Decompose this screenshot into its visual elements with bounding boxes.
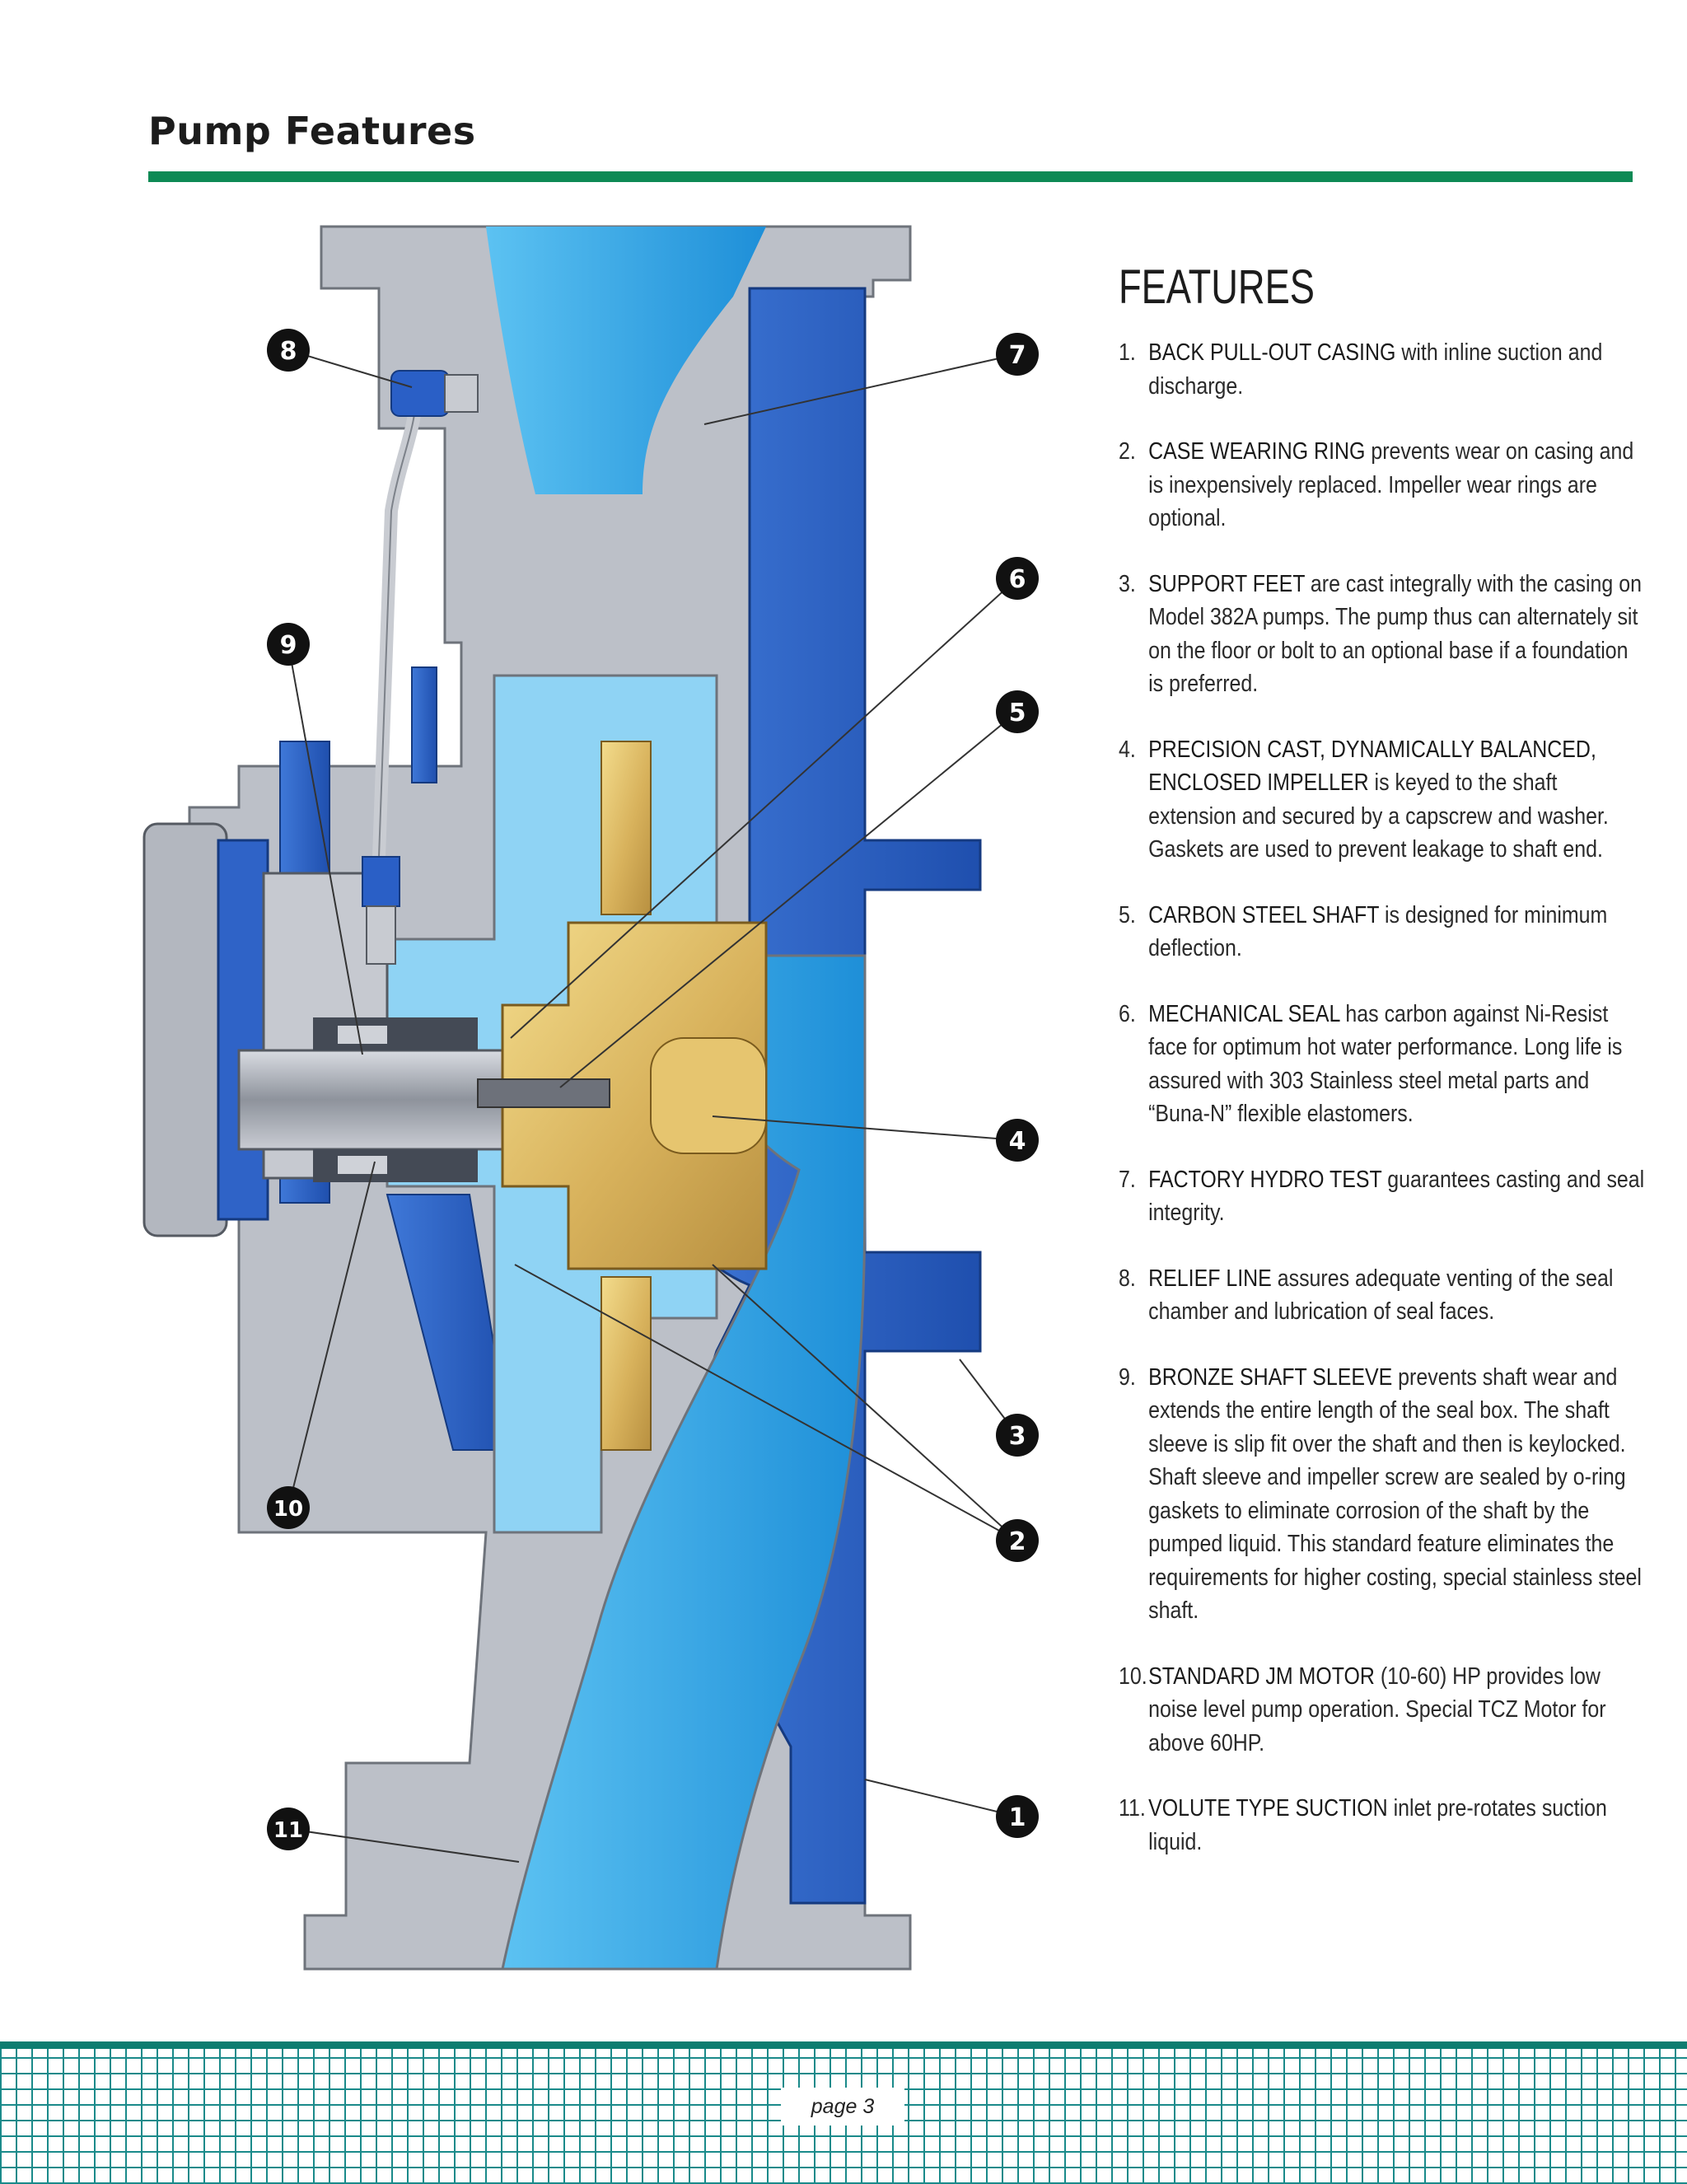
svg-text:8: 8 [280,337,297,366]
feature-title: MECHANICAL SEAL [1148,1000,1340,1027]
feature-title: SUPPORT FEET [1148,570,1306,597]
feature-text: (10-60) HP provides low noise level pump… [1148,1663,1606,1756]
feature-number: 1. [1119,339,1136,366]
feature-title: VOLUTE TYPE SUCTION [1148,1795,1388,1822]
svg-text:6: 6 [1009,565,1026,594]
feature-title: BACK PULL-OUT CASING [1148,339,1396,366]
callout-6: 6 [996,557,1039,600]
feature-number: 6. [1119,1000,1136,1027]
callout-markers: 8 7 9 6 5 4 3 10 2 11 1 [267,329,1039,1850]
features-list: 1. BACK PULL-OUT CASING with inline sucti… [1119,336,1646,1891]
callout-leaders [287,349,1018,1863]
feature-title: STANDARD JM MOTOR [1148,1663,1375,1690]
feature-text: with inline suction and discharge. [1148,339,1603,400]
feature-number: 2. [1119,438,1136,465]
svg-text:11: 11 [273,1818,303,1843]
feature-number: 4. [1119,736,1136,763]
suction-fluid [501,954,867,1971]
feature-item-7: 7. FACTORY HYDRO TEST guarantees casting … [1119,1163,1646,1230]
feature-item-11: 11.VOLUTE TYPE SUCTION inlet pre-rotates… [1119,1792,1646,1859]
callout-4: 4 [996,1119,1039,1162]
feature-text: are cast integrally with the casing on M… [1148,570,1642,698]
feature-number: 9. [1119,1363,1136,1391]
feature-text: guarantees casting and seal integrity. [1148,1166,1645,1227]
feature-item-4: 4. PRECISION CAST, DYNAMICALLY BALANCED, … [1119,733,1646,867]
feature-text: is designed for minimum deflection. [1148,901,1608,962]
callout-2: 2 [996,1519,1039,1562]
footer-grid-band [0,2041,1687,2184]
impeller [477,741,768,1451]
feature-number: 3. [1119,570,1136,597]
callout-8: 8 [267,329,310,372]
svg-text:10: 10 [273,1497,303,1522]
title-rule [148,171,1633,182]
callout-10: 10 [267,1486,310,1529]
svg-text:5: 5 [1009,699,1026,727]
feature-title: RELIEF LINE [1148,1265,1272,1292]
callout-1: 1 [996,1795,1039,1838]
callout-5: 5 [996,690,1039,733]
feature-number: 5. [1119,901,1136,928]
feature-item-9: 9. BRONZE SHAFT SLEEVE prevents shaft wea… [1119,1361,1646,1628]
feature-number: 8. [1119,1265,1136,1292]
svg-text:9: 9 [280,631,297,660]
svg-text:7: 7 [1009,341,1026,370]
page-number: page 3 [811,2094,875,2118]
callout-7: 7 [996,333,1039,376]
feature-text: is keyed to the shaft extension and secu… [1148,769,1609,863]
feature-title: BRONZE SHAFT SLEEVE [1148,1363,1393,1391]
svg-text:4: 4 [1009,1127,1026,1156]
feature-item-6: 6. MECHANICAL SEAL has carbon against Ni-… [1119,998,1646,1131]
feature-number: 7. [1119,1166,1136,1193]
feature-title: CASE WEARING RING [1148,438,1366,465]
feature-item-2: 2. CASE WEARING RING prevents wear on cas… [1119,435,1646,535]
relief-line [362,370,479,965]
callout-9: 9 [267,623,310,666]
feature-text: has carbon against Ni-Resist face for op… [1148,1000,1623,1128]
feature-number: 10. [1119,1663,1147,1690]
feature-text: inlet pre-rotates suction liquid. [1148,1795,1607,1855]
page-title: Pump Features [148,109,476,153]
feature-item-8: 8. RELIEF LINE assures adequate venting o… [1119,1262,1646,1329]
mechanical-seal [313,1017,478,1182]
svg-text:3: 3 [1009,1422,1026,1451]
feature-number: 11. [1119,1795,1146,1822]
discharge-fluid [486,227,766,494]
feature-title: CARBON STEEL SHAFT [1148,901,1380,928]
page-number-box: page 3 [781,2088,904,2126]
callout-11: 11 [267,1808,310,1850]
footer-grid-top-rule [0,2041,1687,2049]
feature-item-3: 3. SUPPORT FEET are cast integrally with … [1119,568,1646,701]
feature-item-5: 5. CARBON STEEL SHAFT is designed for min… [1119,899,1646,966]
feature-item-1: 1. BACK PULL-OUT CASING with inline sucti… [1119,336,1646,403]
callout-3: 3 [996,1414,1039,1457]
svg-text:2: 2 [1009,1527,1026,1556]
feature-title: FACTORY HYDRO TEST [1148,1166,1382,1193]
feature-item-10: 10.STANDARD JM MOTOR (10-60) HP provides… [1119,1660,1646,1761]
feature-text: prevents shaft wear and extends the enti… [1148,1363,1642,1625]
features-heading: FEATURES [1119,260,1315,314]
feature-title: PRECISION CAST, DYNAMICALLY BALANCED, EN… [1148,736,1596,797]
pump-cutaway-diagram: 8 7 9 6 5 4 3 10 2 11 1 [143,225,1039,1971]
feature-text: prevents wear on casing and is inexpensi… [1148,438,1634,531]
svg-text:1: 1 [1009,1803,1026,1832]
feature-text: assures adequate venting of the seal cha… [1148,1265,1614,1326]
